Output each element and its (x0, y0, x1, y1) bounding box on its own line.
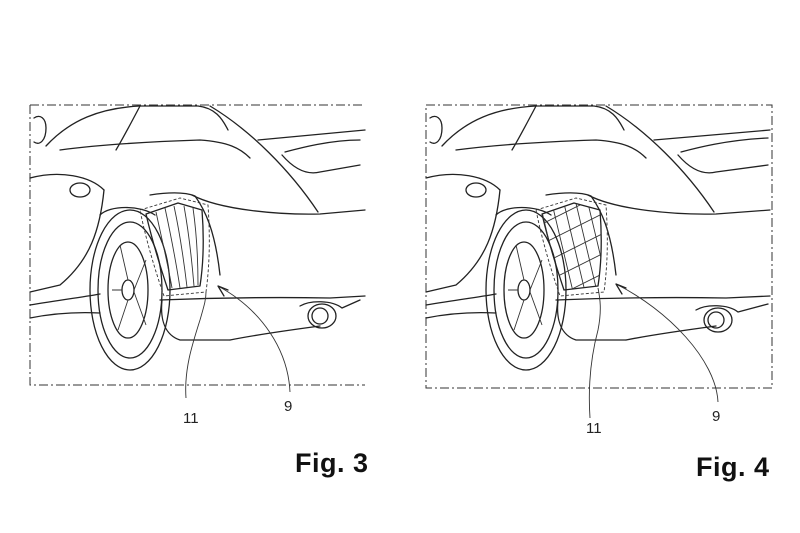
figure-4-leader-11 (588, 287, 601, 419)
figure-3-leader-11 (185, 291, 207, 399)
figure-3-drawing (29, 104, 366, 399)
figure-4-ref-11: 11 (586, 420, 602, 437)
figure-3-wheel (89, 206, 171, 371)
figure-3-ref-11: 11 (183, 410, 199, 427)
figure-4-wheel (485, 206, 567, 371)
figure-4: 11 9 Fig. 4 (400, 0, 800, 533)
figure-4-frame (425, 104, 773, 389)
figure-4-drawing (425, 104, 773, 419)
figure-3-ref-9: 9 (284, 398, 293, 415)
figure-3: 11 9 Fig. 3 (29, 104, 369, 478)
figure-4-leader-9 (615, 283, 719, 403)
figure-4-vent (535, 197, 608, 297)
figure-4-caption: Fig. 4 (696, 452, 770, 482)
figure-3-leader-9 (217, 285, 291, 393)
figure-3-mirror (33, 115, 47, 144)
figure-4-mirror (429, 115, 443, 144)
figure-4-ref-9: 9 (712, 408, 721, 425)
figure-3-caption: Fig. 3 (295, 448, 369, 478)
figure-3-vent (139, 197, 210, 297)
figure-3-frame (29, 104, 365, 386)
